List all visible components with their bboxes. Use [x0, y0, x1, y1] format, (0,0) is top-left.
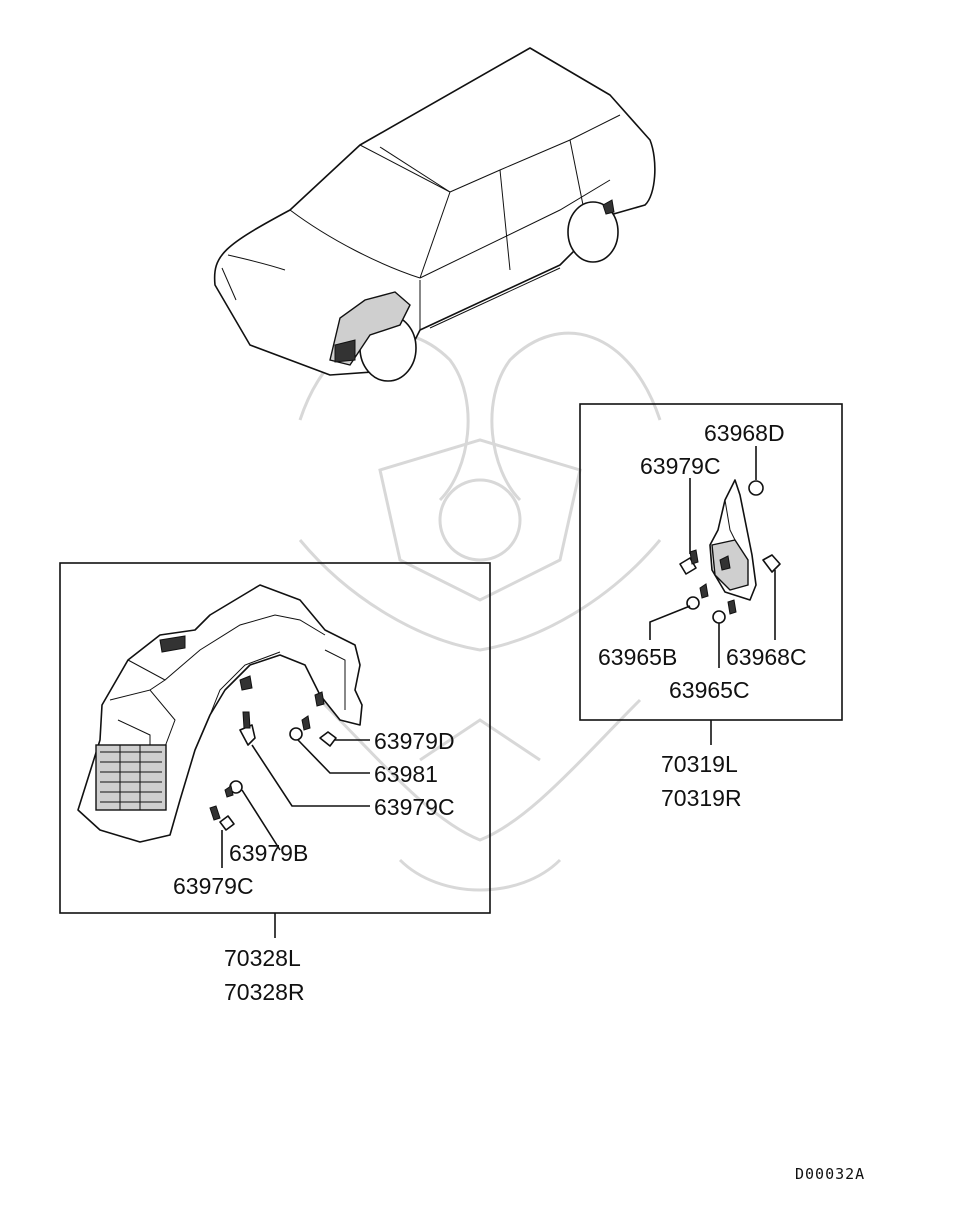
- nut-icon: [289, 727, 303, 741]
- rear-clip-d-icon: [748, 480, 764, 496]
- label-front-nut: 63981: [374, 761, 438, 787]
- label-front-clip-c-upper: 63979C: [374, 794, 455, 820]
- label-rear-assembly-l: 70319L: [661, 751, 738, 777]
- label-rear-clip-d: 63968D: [704, 420, 785, 446]
- label-rear-screw-b: 63965B: [598, 644, 677, 670]
- rear-mud-guard: [709, 479, 757, 601]
- rear-fasteners: [679, 480, 781, 624]
- rear-clip-c-icon: [762, 554, 781, 573]
- front-fasteners: [209, 711, 337, 831]
- rear-liner-group: 63968D 63979C 63965B 63968C 63965C 70319…: [579, 403, 843, 811]
- clip-d-icon: [319, 731, 337, 747]
- watermark-emblem: [298, 331, 662, 892]
- label-rear-assembly-r: 70319R: [661, 785, 742, 811]
- label-front-clip-b: 63979B: [229, 840, 308, 866]
- label-rear-screw-c: 63965C: [669, 677, 750, 703]
- clip-c-lower-icon: [219, 815, 235, 831]
- label-front-clip-c-lower: 63979C: [173, 873, 254, 899]
- vehicle-illustration: [213, 47, 656, 382]
- diagram-code: D00032A: [795, 1165, 865, 1183]
- label-front-clip-d: 63979D: [374, 728, 455, 754]
- label-rear-clip-c-top: 63979C: [640, 453, 721, 479]
- label-rear-clip-c: 63968C: [726, 644, 807, 670]
- front-liner-group: 63979D 63981 63979C 63979B 63979C 70328L…: [59, 562, 491, 1005]
- rear-screw-c-icon: [712, 610, 726, 624]
- front-fender-liner: [77, 584, 363, 843]
- label-front-assembly-r: 70328R: [224, 979, 305, 1005]
- label-front-assembly-l: 70328L: [224, 945, 301, 971]
